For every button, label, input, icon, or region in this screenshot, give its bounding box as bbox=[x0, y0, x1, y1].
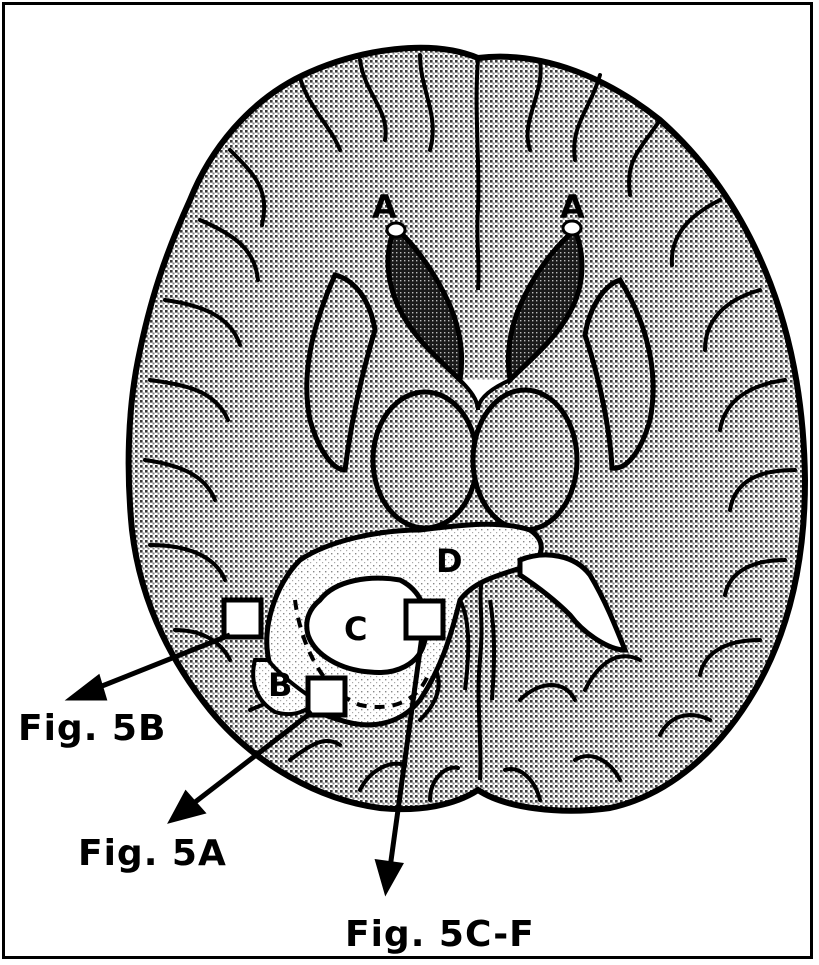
arrowhead-5b bbox=[72, 678, 104, 698]
callout-fig-5b: Fig. 5B bbox=[18, 708, 166, 749]
longitudinal-fissure bbox=[477, 60, 479, 290]
label-a-right: A bbox=[560, 188, 585, 226]
sample-box-5a bbox=[308, 678, 345, 715]
right-thalamus bbox=[473, 390, 577, 530]
label-a-left: A bbox=[372, 188, 397, 226]
callout-fig-5cf: Fig. 5C-F bbox=[345, 914, 535, 955]
arrowhead-5cf bbox=[378, 862, 400, 890]
label-b: B bbox=[268, 666, 292, 704]
label-c: C bbox=[344, 610, 367, 648]
label-d: D bbox=[436, 542, 463, 580]
sample-box-5b bbox=[224, 600, 261, 637]
sample-box-5cf bbox=[406, 601, 443, 638]
callout-fig-5a: Fig. 5A bbox=[78, 833, 227, 874]
left-thalamus bbox=[373, 392, 477, 528]
